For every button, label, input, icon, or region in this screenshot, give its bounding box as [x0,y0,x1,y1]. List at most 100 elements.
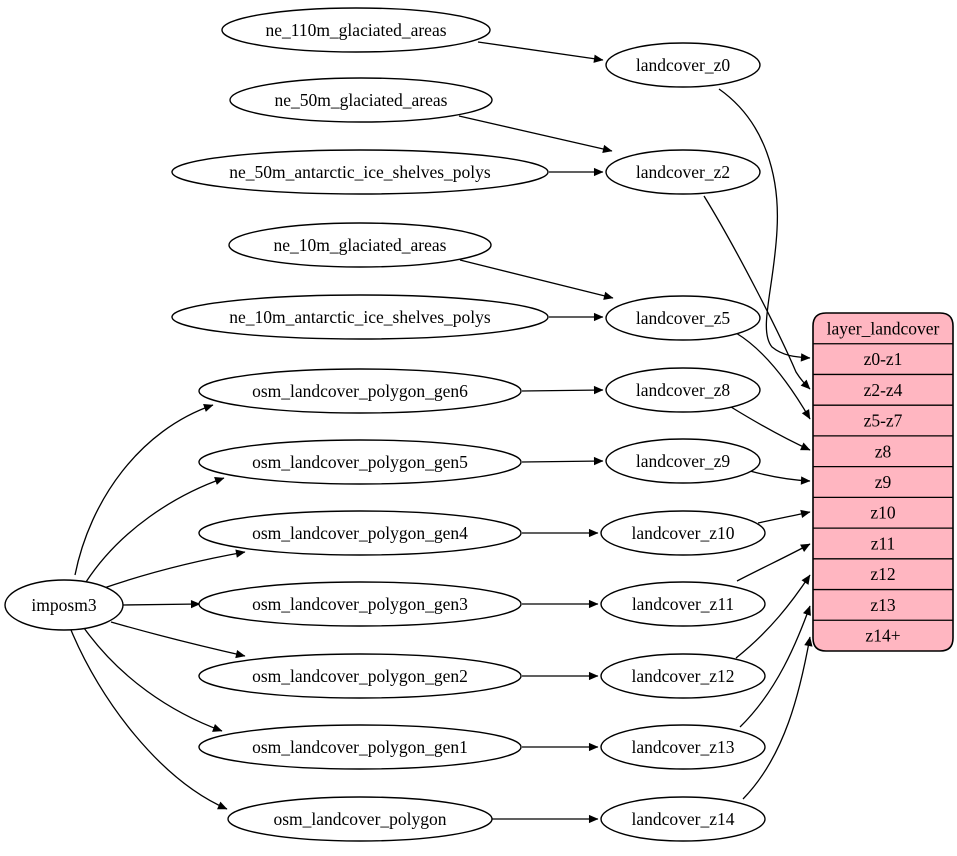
node-landcover_z8: landcover_z8 [605,367,761,413]
node-osm_landcover_polygon_gen4: osm_landcover_polygon_gen4 [198,510,522,556]
node-ellipse [605,295,761,341]
table-row-label: z11 [871,533,896,553]
node-label: osm_landcover_polygon_gen1 [252,737,468,757]
node-ellipse [198,581,522,627]
node-ne_50m_antarctic_ice_shelves_polys: ne_50m_antarctic_ice_shelves_polys [171,149,549,195]
table-title: layer_landcover [827,318,940,338]
node-ellipse [198,510,522,556]
nodes-layer: imposm3 ne_110m_glaciated_areas ne_50m_gla… [4,7,766,842]
node-label: ne_50m_glaciated_areas [275,90,448,110]
node-landcover_z11: landcover_z11 [600,581,766,627]
node-label: landcover_z13 [631,737,734,757]
node-label: osm_landcover_polygon_gen4 [252,523,468,543]
node-ne_10m_glaciated_areas: ne_10m_glaciated_areas [228,222,492,268]
node-label: landcover_z9 [636,451,731,471]
table-row-label: z8 [875,441,892,461]
node-ellipse [605,438,761,484]
node-ellipse [605,42,761,88]
node-label: osm_landcover_polygon_gen6 [252,381,468,401]
layer-landcover-table-outline [812,312,954,652]
edge-imposm3--osm_landcover_polygon_gen4 [100,549,246,590]
table-row-label: z14+ [865,626,900,646]
node-label: landcover_z0 [636,55,731,75]
node-ellipse [600,796,766,842]
node-ellipse [600,581,766,627]
edge-landcover_z13--row-z13 [739,605,811,728]
node-label: landcover_z8 [636,380,731,400]
node-ellipse [171,149,549,195]
node-label: osm_landcover_polygon_gen5 [252,452,468,472]
table-row-label: z12 [870,564,895,584]
table-row-label: z5-z7 [864,411,903,431]
node-landcover_z5: landcover_z5 [605,295,761,341]
node-landcover_z0: landcover_z0 [605,42,761,88]
node-ellipse [605,367,761,413]
edge-landcover_z9--row-z9 [749,470,811,485]
edge-landcover_z11--row-z11 [736,543,811,582]
node-ellipse [171,294,549,340]
node-landcover_z10: landcover_z10 [600,510,766,556]
edge-ne_50m_glaciated_areas--landcover_z2 [458,115,613,154]
edge-imposm3--osm_landcover_polygon [70,629,228,810]
node-label: landcover_z14 [631,809,734,829]
node-label: ne_110m_glaciated_areas [265,20,446,40]
node-label: landcover_z10 [631,523,734,543]
edge-landcover_z14--row-z14+ [742,636,813,800]
node-label: ne_10m_glaciated_areas [274,235,447,255]
edge-landcover_z5--row-z5-z7 [735,332,811,420]
edge-landcover_z10--row-z10 [757,509,811,524]
node-ne_50m_glaciated_areas: ne_50m_glaciated_areas [229,77,493,123]
edges-layer [70,41,813,824]
edge-osm_landcover_polygon_gen6--landcover_z8 [521,385,604,395]
node-ne_10m_antarctic_ice_shelves_polys: ne_10m_antarctic_ice_shelves_polys [171,294,549,340]
node-label: osm_landcover_polygon_gen2 [252,666,468,686]
node-ellipse [221,7,491,53]
node-ne_110m_glaciated_areas: ne_110m_glaciated_areas [221,7,491,53]
edge-ne_10m_glaciated_areas--landcover_z5 [459,259,614,300]
node-ellipse [229,77,493,123]
edge-landcover_z0--row-z0-z1 [718,88,811,362]
edge-imposm3--osm_landcover_polygon_gen5 [85,477,225,583]
node-ellipse [198,724,522,770]
node-osm_landcover_polygon_gen6: osm_landcover_polygon_gen6 [198,368,522,414]
node-ellipse [600,653,766,699]
record-table-layer: layer_landcoverz0-z1z2-z4z5-z7z8z9z10z11… [812,312,954,652]
node-label: imposm3 [31,595,96,615]
edge-ne_110m_glaciated_areas--landcover_z0 [477,41,604,63]
node-landcover_z14: landcover_z14 [600,796,766,842]
node-ellipse [600,724,766,770]
edge-imposm3--osm_landcover_polygon_gen1 [83,627,223,732]
node-ellipse [198,439,522,485]
node-osm_landcover_polygon_gen2: osm_landcover_polygon_gen2 [198,653,522,699]
node-label: ne_10m_antarctic_ice_shelves_polys [229,307,491,327]
table-row-label: z13 [870,595,896,615]
node-label: osm_landcover_polygon_gen3 [252,594,468,614]
edge-osm_landcover_polygon_gen5--landcover_z9 [521,456,604,466]
node-landcover_z13: landcover_z13 [600,724,766,770]
node-ellipse [4,579,124,631]
edge-landcover_z2--row-z2-z4 [703,195,811,390]
node-label: landcover_z5 [636,308,731,328]
node-label: osm_landcover_polygon [273,809,446,829]
edge-imposm3--osm_landcover_polygon_gen6 [74,403,214,576]
node-ellipse [198,368,522,414]
node-ellipse [227,796,493,842]
node-osm_landcover_polygon_gen5: osm_landcover_polygon_gen5 [198,439,522,485]
edge-imposm3--osm_landcover_polygon_gen2 [110,621,246,659]
table-row-label: z9 [875,472,892,492]
node-label: landcover_z2 [636,162,730,182]
edge-landcover_z8--row-z8 [730,406,811,451]
node-landcover_z12: landcover_z12 [600,653,766,699]
node-label: landcover_z11 [632,594,734,614]
node-label: landcover_z12 [631,666,734,686]
table-row-label: z2-z4 [864,380,903,400]
node-landcover_z2: landcover_z2 [605,149,761,195]
table-row-label: z0-z1 [864,349,903,369]
node-ellipse [198,653,522,699]
node-landcover_z9: landcover_z9 [605,438,761,484]
node-ellipse [228,222,492,268]
edge-landcover_z12--row-z12 [735,574,811,659]
node-label: ne_50m_antarctic_ice_shelves_polys [229,162,491,182]
